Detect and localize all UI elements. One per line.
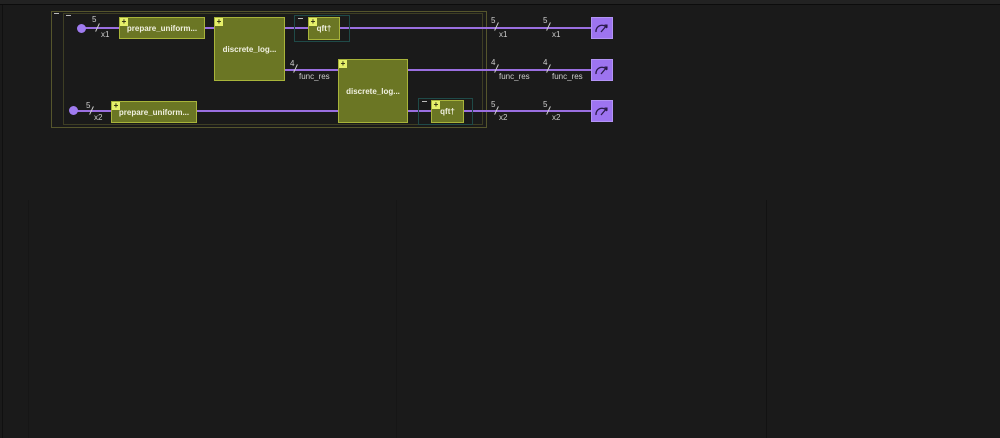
gate-discrete-log-1[interactable]: + discrete_log... bbox=[214, 17, 285, 81]
measure-x1[interactable] bbox=[591, 17, 613, 39]
collapse-icon[interactable] bbox=[66, 15, 71, 16]
register-name: x2 bbox=[94, 113, 103, 122]
gate-label: discrete_log... bbox=[346, 86, 400, 96]
gate-label: qft† bbox=[316, 24, 332, 33]
wire-x2 bbox=[73, 110, 593, 112]
collapse-icon[interactable] bbox=[54, 13, 59, 14]
gate-label: qft† bbox=[440, 107, 455, 116]
register-size: 4 bbox=[290, 59, 295, 68]
gate-discrete-log-2[interactable]: + discrete_log... bbox=[338, 59, 408, 123]
meter-icon bbox=[595, 66, 608, 75]
register-name: x1 bbox=[499, 30, 508, 39]
register-size: 5 bbox=[92, 15, 97, 24]
register-size: 5 bbox=[86, 101, 91, 110]
meter-icon bbox=[595, 24, 608, 33]
register-size: 4 bbox=[491, 58, 496, 67]
expand-icon[interactable]: + bbox=[432, 100, 440, 109]
ghost-divider bbox=[766, 200, 767, 438]
register-name: x1 bbox=[552, 30, 561, 39]
measure-x2[interactable] bbox=[591, 100, 613, 122]
register-size: 5 bbox=[491, 100, 496, 109]
qubit-start-x1 bbox=[77, 24, 86, 33]
register-name: x2 bbox=[499, 113, 508, 122]
register-size: 4 bbox=[543, 58, 548, 67]
gate-prepare-uniform-x2[interactable]: + prepare_uniform... bbox=[111, 101, 197, 123]
gate-label: prepare_uniform... bbox=[126, 23, 198, 33]
expand-icon[interactable]: + bbox=[339, 59, 347, 68]
collapse-icon[interactable] bbox=[298, 18, 303, 19]
register-name: func_res bbox=[552, 72, 583, 81]
measure-func-res[interactable] bbox=[591, 59, 613, 81]
expand-icon[interactable]: + bbox=[112, 101, 120, 110]
ghost-divider bbox=[396, 200, 397, 438]
register-name: x2 bbox=[552, 113, 561, 122]
gate-qft-dagger-2[interactable]: + qft† bbox=[431, 100, 464, 123]
ghost-divider bbox=[28, 200, 29, 438]
meter-icon bbox=[595, 107, 608, 116]
register-size: 5 bbox=[491, 16, 496, 25]
register-name: func_res bbox=[499, 72, 530, 81]
qubit-start-x2 bbox=[69, 106, 78, 115]
register-name: x1 bbox=[101, 30, 110, 39]
register-name: func_res bbox=[299, 72, 330, 81]
wire-func-res bbox=[284, 69, 593, 71]
register-size: 5 bbox=[543, 100, 548, 109]
qft-block-container-2[interactable] bbox=[418, 98, 473, 125]
gate-label: prepare_uniform... bbox=[118, 107, 190, 117]
qft-block-container-1[interactable] bbox=[294, 15, 350, 42]
top-toolbar-strip bbox=[0, 0, 1000, 5]
gate-prepare-uniform-x1[interactable]: + prepare_uniform... bbox=[119, 17, 205, 39]
gate-label: discrete_log... bbox=[222, 44, 277, 54]
collapse-icon[interactable] bbox=[422, 101, 427, 102]
left-edge-divider bbox=[2, 5, 3, 438]
expand-icon[interactable]: + bbox=[215, 17, 223, 26]
expand-icon[interactable]: + bbox=[120, 17, 128, 26]
expand-icon[interactable]: + bbox=[309, 17, 317, 26]
register-size: 5 bbox=[543, 16, 548, 25]
gate-qft-dagger-1[interactable]: + qft† bbox=[308, 17, 340, 40]
